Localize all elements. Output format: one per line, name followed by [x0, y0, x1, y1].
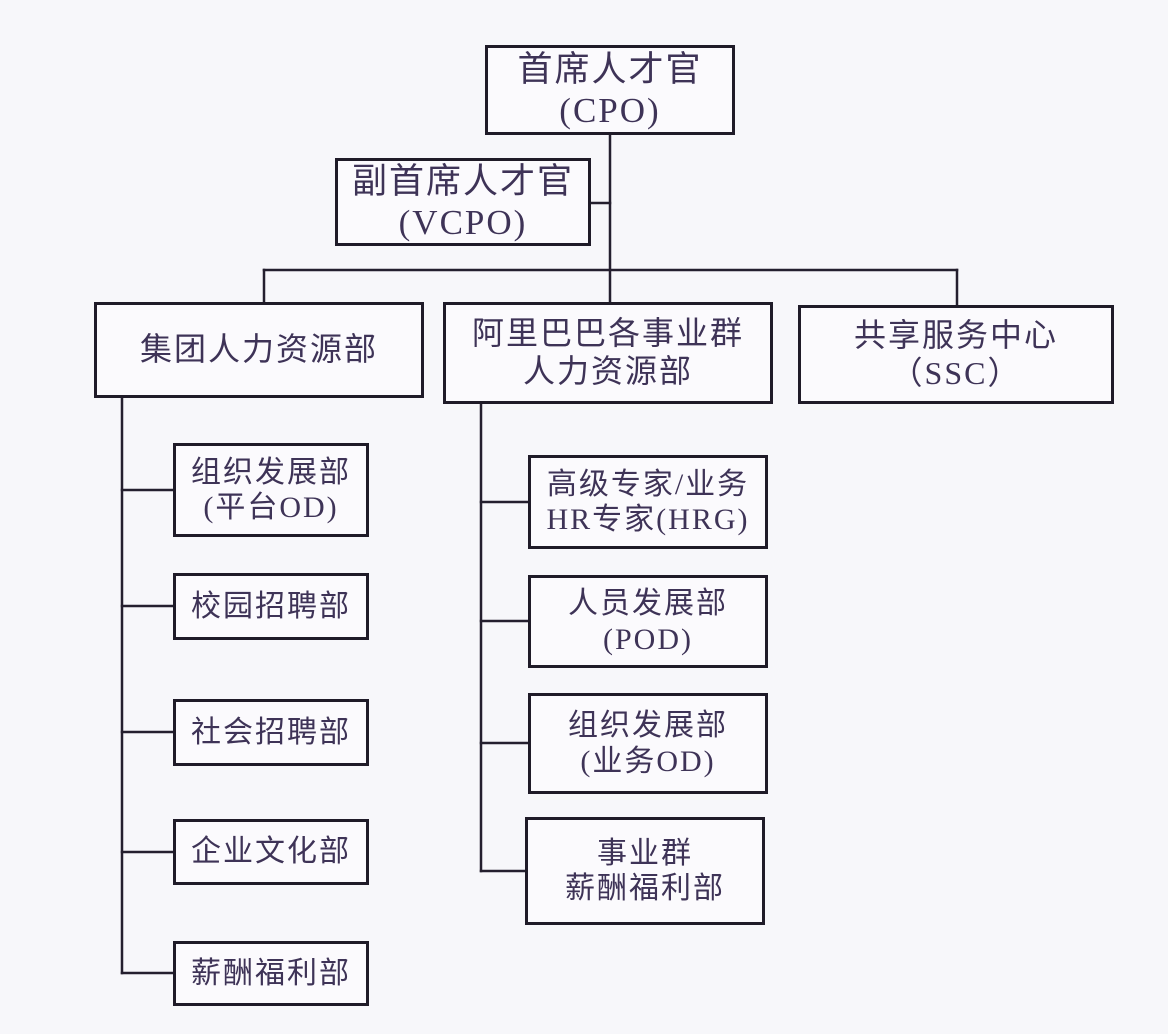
- node-comp-benefits: 薪酬福利部: [173, 941, 369, 1006]
- node-bu-hr: 阿里巴巴各事业群 人力资源部: [443, 302, 773, 404]
- node-bg-comp-benefits-line2: 薪酬福利部: [565, 872, 725, 905]
- node-group-hr: 集团人力资源部: [94, 302, 424, 398]
- node-cpo: 首席人才官 (CPO): [485, 45, 735, 135]
- node-bg-comp-benefits-line1: 事业群: [597, 836, 693, 870]
- node-campus-recruiting: 校园招聘部: [173, 573, 369, 640]
- node-ssc-title: 共享服务中心: [853, 316, 1058, 353]
- node-comp-benefits-label: 薪酬福利部: [191, 956, 351, 990]
- node-campus-recruiting-label: 校园招聘部: [191, 589, 351, 623]
- node-vcpo-abbr: (VCPO): [398, 203, 528, 242]
- node-pod: 人员发展部 (POD): [528, 575, 768, 668]
- node-od-platform-line2: (平台OD): [203, 491, 339, 524]
- node-corporate-culture-label: 企业文化部: [191, 835, 351, 869]
- node-social-recruiting: 社会招聘部: [173, 699, 369, 766]
- node-cpo-title: 首席人才官: [517, 49, 703, 89]
- node-vcpo: 副首席人才官 (VCPO): [335, 158, 591, 246]
- node-od-business-line1: 组织发展部: [568, 709, 728, 743]
- node-group-hr-title: 集团人力资源部: [139, 331, 378, 368]
- node-ssc-abbr: （SSC）: [890, 354, 1022, 391]
- node-bu-hr-title-line2: 人力资源部: [522, 353, 693, 389]
- node-corporate-culture: 企业文化部: [173, 819, 369, 885]
- node-pod-line2: (POD): [603, 622, 693, 656]
- node-od-platform: 组织发展部 (平台OD): [173, 443, 369, 537]
- node-bu-hr-title-line1: 阿里巴巴各事业群: [471, 315, 744, 352]
- node-pod-line1: 人员发展部: [568, 587, 728, 621]
- node-od-business-line2: (业务OD): [580, 744, 716, 778]
- node-hrg-line1: 高级专家/业务: [546, 467, 750, 501]
- node-hrg-line2: HR专家(HRG): [546, 503, 750, 536]
- node-od-platform-line1: 组织发展部: [191, 455, 351, 489]
- node-hrg: 高级专家/业务 HR专家(HRG): [528, 455, 768, 549]
- node-vcpo-title: 副首席人才官: [351, 161, 574, 201]
- node-bg-comp-benefits: 事业群 薪酬福利部: [525, 817, 765, 925]
- node-cpo-abbr: (CPO): [559, 91, 661, 130]
- node-social-recruiting-label: 社会招聘部: [191, 715, 351, 749]
- node-od-business: 组织发展部 (业务OD): [528, 693, 768, 794]
- node-ssc: 共享服务中心 （SSC）: [798, 305, 1114, 404]
